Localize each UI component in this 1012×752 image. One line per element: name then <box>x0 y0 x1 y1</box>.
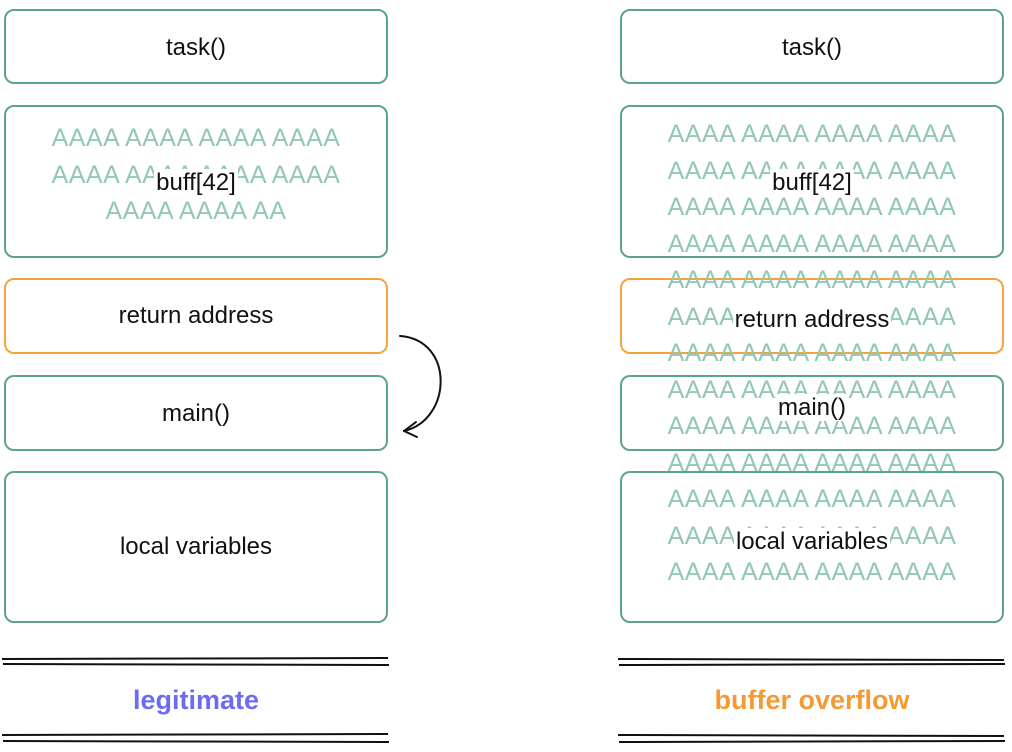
return-arrow <box>399 335 442 438</box>
overflow-task-label: task() <box>782 34 842 61</box>
overflow-fill-line: AAAA AAAA AAAA AAAA <box>667 193 957 221</box>
overflow-fill-line: AAAA AAAA AAAA AAAA <box>667 485 957 513</box>
legit-task-frame: task() <box>4 9 388 84</box>
legit-return-address-label: return address <box>118 302 274 329</box>
legit-top-double-rule <box>1 657 390 666</box>
overflow-top-double-rule <box>617 658 1006 666</box>
overflow-locals-label: local variables <box>620 528 1004 556</box>
legit-task-label: task() <box>166 34 226 61</box>
overflow-fill-line: AAAA AAAA AAAA AAAA <box>667 339 957 367</box>
overflow-return-address-label: return address <box>620 306 1004 334</box>
overflow-fill-line: AAAA AAAA AAAA AAAA <box>667 558 957 586</box>
overflow-buffer-label: buff[42] <box>620 169 1004 197</box>
overflow-locals-label-text: local variables <box>733 528 891 555</box>
overflow-task-frame: task() <box>620 9 1004 84</box>
legit-locals-frame: local variables <box>4 471 388 623</box>
overflow-caption: buffer overflow <box>714 685 910 715</box>
overflow-fill-line: AAAA AAAA AAAA AAAA <box>667 448 957 477</box>
legit-buffer-frame: AAAA AAAA AAAA AAAA AAAA AAAA AAAA AAAA … <box>4 105 388 258</box>
overflow-return-address-label-text: return address <box>732 306 892 333</box>
legit-locals-label: local variables <box>119 533 273 560</box>
overflow-fill-line: AAAA AAAA AAAA AAAA <box>667 229 957 258</box>
overflow-main-label-text: main() <box>775 394 848 421</box>
overflow-bottom-double-rule <box>617 734 1006 743</box>
legit-main-frame: main() <box>4 375 388 451</box>
overflow-fill-line: AAAA AAAA AAAA AAAA <box>667 120 957 148</box>
legit-main-label: main() <box>161 400 230 427</box>
overflow-fill-line: AAAA AAAA AAAA AAAA <box>667 266 957 294</box>
overflow-buffer-label-text: buff[42] <box>770 169 854 196</box>
legit-caption: legitimate <box>132 685 260 715</box>
legit-buffer-label: buff[42] <box>6 169 386 197</box>
legit-buffer-label-text: buff[42] <box>154 169 238 196</box>
legit-fill-line: AAAA AAAA AA <box>105 197 287 225</box>
legit-fill-line: AAAA AAAA AAAA AAAA <box>51 124 341 152</box>
legit-return-address-frame: return address <box>4 278 388 354</box>
legit-bottom-double-rule <box>1 733 390 743</box>
overflow-fill: AAAA AAAA AAAA AAAA AAAA AAAA AAAA AAAA … <box>620 116 1004 591</box>
overflow-main-label: main() <box>620 394 1004 422</box>
